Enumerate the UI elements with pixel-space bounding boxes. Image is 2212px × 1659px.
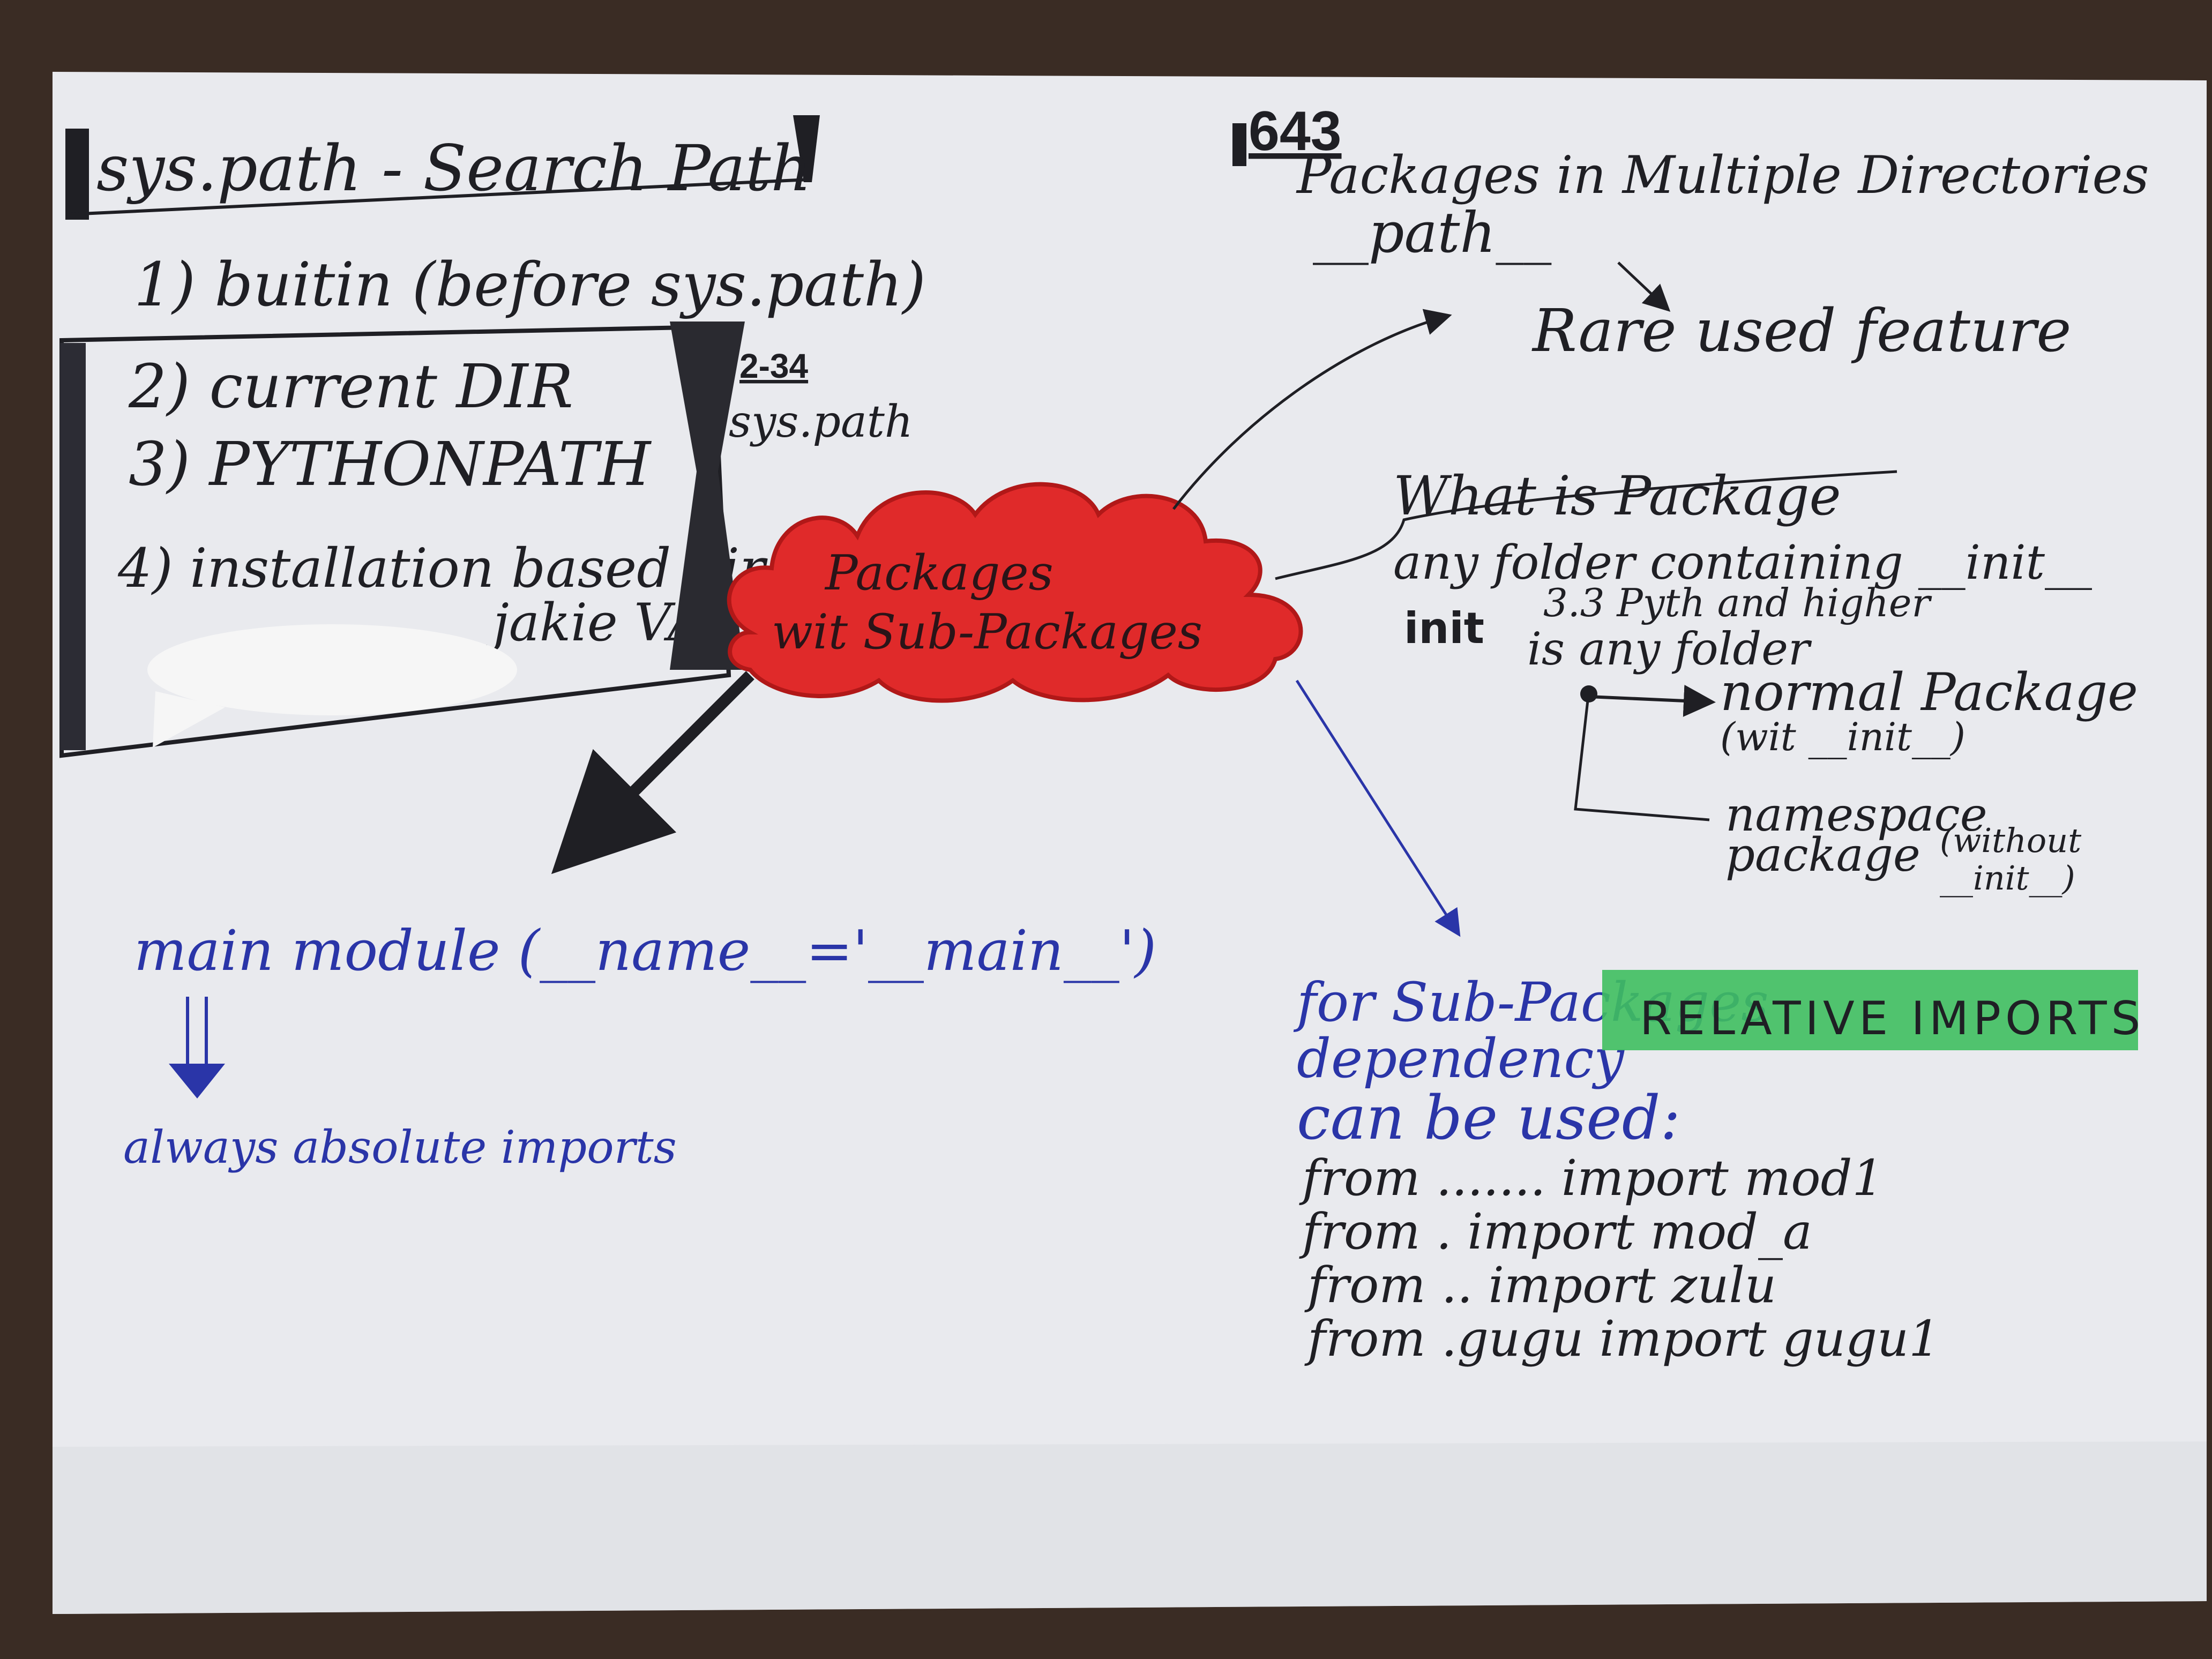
main-module-note: always absolute imports — [123, 1121, 677, 1174]
normal-package-sub: (wit __init__) — [1720, 714, 1966, 759]
line-to-what-is — [1275, 470, 1897, 580]
relative-example-2: from . import mod_a — [1299, 1203, 1812, 1260]
arrow-to-relative — [1295, 679, 1461, 937]
search-path-title: sys.path - Search Path — [96, 131, 811, 205]
relative-imports-text: RELATIVE IMPORTS — [1640, 992, 2144, 1045]
relative-example-4: from .gugu import gugu1 — [1304, 1310, 1940, 1367]
search-path-item-3: 3) PYTHONPATH — [129, 430, 652, 499]
page-ref-bar — [1232, 123, 1246, 166]
main-module-double-arrow — [186, 997, 208, 1064]
title-underline — [69, 178, 810, 216]
paper-shade — [53, 1441, 2207, 1614]
branch-arrow-normal — [1588, 684, 1716, 717]
branch-lines — [1574, 691, 1710, 821]
search-path-item-2: 2) current DIR — [128, 352, 573, 422]
normal-package-title: normal Package — [1720, 662, 2138, 722]
multi-dir-note: Rare used feature — [1531, 296, 2071, 365]
title-bar-left — [65, 129, 89, 220]
bracket-label: sys.path — [729, 397, 913, 447]
relative-line-2: dependency — [1297, 1027, 1625, 1090]
what-is-line-1: any folder containing __init__ — [1393, 535, 2092, 590]
branch-dot — [1580, 685, 1597, 703]
what-is-title: What is Package — [1393, 465, 1841, 527]
bracket-hourglass — [670, 322, 745, 670]
title-bar-right — [793, 115, 820, 182]
namespace-sub-2: __init__) — [1940, 858, 2075, 898]
paper-sheet — [53, 72, 2207, 1614]
cloud-line-2: wit Sub-Packages — [772, 604, 1202, 660]
namespace-title-2: package — [1725, 828, 1920, 882]
what-is-line-2: 3.3 Pyth and higher — [1543, 580, 1932, 625]
arrow-to-main-module — [551, 671, 754, 875]
relative-example-3: from .. import zulu — [1304, 1257, 1776, 1314]
namespace-title: namespace — [1725, 788, 1987, 842]
multi-dir-page-ref: 643 — [1249, 100, 1342, 162]
redaction-blob — [147, 624, 517, 748]
search-path-item-4: 4) installation based dir — [117, 537, 768, 600]
attr-arrow — [1617, 261, 1671, 312]
arrow-to-multi-dir — [1172, 309, 1452, 510]
main-module-arrow-head — [169, 1064, 225, 1098]
init-icon: init — [1404, 603, 1484, 653]
relative-example-1: from ....... import mod1 — [1299, 1149, 1884, 1207]
main-module-label: main module (__name__='__main__') — [134, 918, 1156, 983]
search-path-item-1: 1) buitin (before sys.path) — [134, 250, 926, 320]
multi-dir-attr: __path__ — [1313, 200, 1551, 265]
namespace-sub-1: (without — [1940, 821, 2081, 860]
relative-line-3: can be used: — [1297, 1083, 1680, 1153]
packages-cloud — [727, 482, 1303, 703]
multi-dir-title: Packages in Multiple Directories — [1296, 145, 2149, 205]
what-is-line-3: is any folder — [1527, 623, 1812, 675]
relative-imports-highlight — [1602, 970, 2138, 1050]
search-path-box-left-bar — [60, 343, 86, 750]
cloud-line-1: Packages — [824, 545, 1053, 601]
search-path-page-ref: 2-34 — [739, 347, 809, 385]
